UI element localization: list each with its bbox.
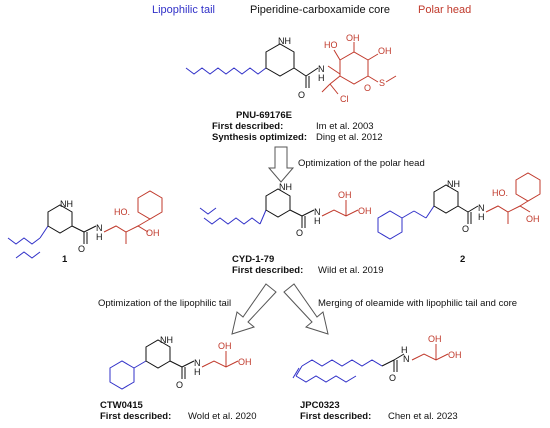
arrow-top-label: Optimization of the polar head [298, 158, 425, 169]
pnu-n-label: N [318, 64, 325, 74]
structure-ctw0415 [109, 339, 239, 390]
ctw-nh-label: NH [160, 335, 173, 345]
arrow-right-label: Merging of oleamide with lipophilic tail… [318, 298, 517, 309]
c1-n-label: N [96, 223, 103, 233]
pnu-caption: PNU-69176E First described: Im et al. 20… [212, 110, 383, 143]
c2-n-label: N [478, 203, 485, 213]
jpc-name: JPC0323 [300, 400, 340, 411]
c2-o-label: O [462, 224, 469, 234]
jpc-atom-labels: O H N OH OH [389, 334, 462, 383]
ctw-piperidine-ring [145, 339, 171, 369]
ctw-first-described-value: Wold et al. 2020 [188, 411, 256, 422]
jpc-o-label: O [389, 373, 396, 383]
pnu-first-described-value: Im et al. 2003 [316, 121, 374, 132]
c2-oh-label: OH [526, 214, 540, 224]
cyd-atom-labels: NH O N H OH OH [279, 182, 372, 238]
legend-lipophilic-tail: Lipophilic tail [152, 4, 215, 16]
c2-phenyl-ring [515, 172, 541, 202]
pnu-name: PNU-69176E [236, 110, 292, 121]
structure-compound-2 [377, 172, 541, 240]
cyd-h-label: H [314, 216, 321, 226]
arrow-right: Merging of oleamide with lipophilic tail… [283, 283, 517, 335]
pnu-ring-o-label: O [364, 83, 371, 93]
c2-ho-label: HO. [492, 188, 508, 198]
c1-h-label: H [96, 232, 103, 242]
ctw-name: CTW0415 [100, 400, 143, 411]
jpc-first-described-value: Chen et al. 2023 [388, 411, 458, 422]
cyd-caption: CYD-1-79 First described: Wild et al. 20… [232, 254, 383, 276]
c2-nh-label: NH [447, 179, 460, 189]
pnu-first-described-label: First described: [212, 121, 283, 132]
pnu-s-label: S [379, 78, 385, 88]
ctw-o-label: O [176, 380, 183, 390]
ctw-n-label: N [194, 358, 201, 368]
ctw-atom-labels: NH O N H OH OH [160, 335, 252, 390]
cyd-piperidine-ring [265, 188, 291, 218]
c1-name: 1 [62, 254, 68, 265]
pnu-cl-label: Cl [340, 94, 349, 104]
cyd-oh-label-2: OH [358, 206, 372, 216]
legend-polar-head: Polar head [418, 4, 471, 16]
arrow-left-label: Optimization of the lipophilic tail [98, 298, 231, 309]
ctw-oh-label-2: OH [238, 357, 252, 367]
ctw-h-label: H [194, 367, 201, 377]
cyd-first-described-label: First described: [232, 265, 303, 276]
arrow-right-shape [283, 283, 329, 335]
pnu-oh-label-1: OH [346, 33, 360, 43]
c2-cyclohexyl-ring [377, 210, 403, 240]
pnu-atom-labels: NH O N H HO OH OH O S Cl [278, 33, 392, 104]
structure-jpc0323 [292, 344, 449, 383]
c1-atom-labels: NH O N H HO. OH [60, 199, 160, 254]
pnu-synthesis-label: Synthesis optimized: [212, 132, 307, 143]
pnu-sugar-ring [339, 51, 369, 85]
arrow-left-shape [231, 283, 277, 335]
jpc-h-label: H [401, 345, 408, 355]
ctw-first-described-label: First described: [100, 411, 171, 422]
c2-h-label: H [478, 212, 485, 222]
cyd-n-label: N [314, 207, 321, 217]
c1-phenyl-ring [137, 190, 163, 220]
arrow-top-shape [267, 146, 295, 183]
cyd-nh-label: NH [279, 182, 292, 192]
c2-piperidine-ring [433, 184, 459, 214]
pnu-o-label: O [298, 90, 305, 100]
pnu-nh-label: NH [278, 36, 291, 46]
cyd-oh-label-1: OH [338, 190, 352, 200]
legend-core: Piperidine-carboxamide core [250, 4, 390, 16]
ctw-caption: CTW0415 First described: Wold et al. 202… [100, 400, 256, 422]
c1-lipophilic-tail [7, 237, 41, 245]
c2-atom-labels: NH O N H HO. OH [447, 179, 540, 234]
jpc-oh-label-2: OH [448, 350, 462, 360]
c1-ho-label: HO. [114, 207, 130, 217]
cyd-lipophilic-tail [203, 217, 261, 225]
jpc-oleyl-tail-lower [295, 375, 357, 383]
structure-cyd-1-79 [199, 188, 359, 228]
arrow-left: Optimization of the lipophilic tail [98, 283, 277, 335]
pnu-synthesis-value: Ding et al. 2012 [316, 132, 383, 143]
jpc-n-label: N [403, 354, 410, 364]
jpc-first-described-label: First described: [300, 411, 371, 422]
c1-o-label: O [78, 244, 85, 254]
pnu-h-label: H [318, 73, 325, 83]
pnu-piperidine-ring [265, 43, 295, 77]
pnu-ho-label: HO [324, 40, 338, 50]
cyd-name: CYD-1-79 [232, 254, 274, 265]
arrow-top: Optimization of the polar head [267, 146, 425, 183]
jpc-oh-label-1: OH [428, 334, 442, 344]
pnu-lipophilic-tail [185, 67, 267, 75]
structure-compound-1 [7, 190, 163, 259]
cyd-first-described-value: Wild et al. 2019 [318, 265, 383, 276]
legend: Lipophilic tail Piperidine-carboxamide c… [152, 4, 471, 16]
c2-name: 2 [460, 254, 465, 265]
pnu-oh-label-2: OH [378, 46, 392, 56]
jpc-oleyl-tail-upper [301, 359, 383, 367]
ctw-phenyl-ring [109, 360, 135, 390]
structure-pnu-69176e [185, 42, 397, 95]
cyd-o-label: O [296, 228, 303, 238]
c1-nh-label: NH [60, 199, 73, 209]
c1-oh-label: OH [146, 228, 160, 238]
jpc-caption: JPC0323 First described: Chen et al. 202… [300, 400, 458, 422]
c1-piperidine-ring [47, 204, 73, 234]
ctw-oh-label-1: OH [218, 341, 232, 351]
